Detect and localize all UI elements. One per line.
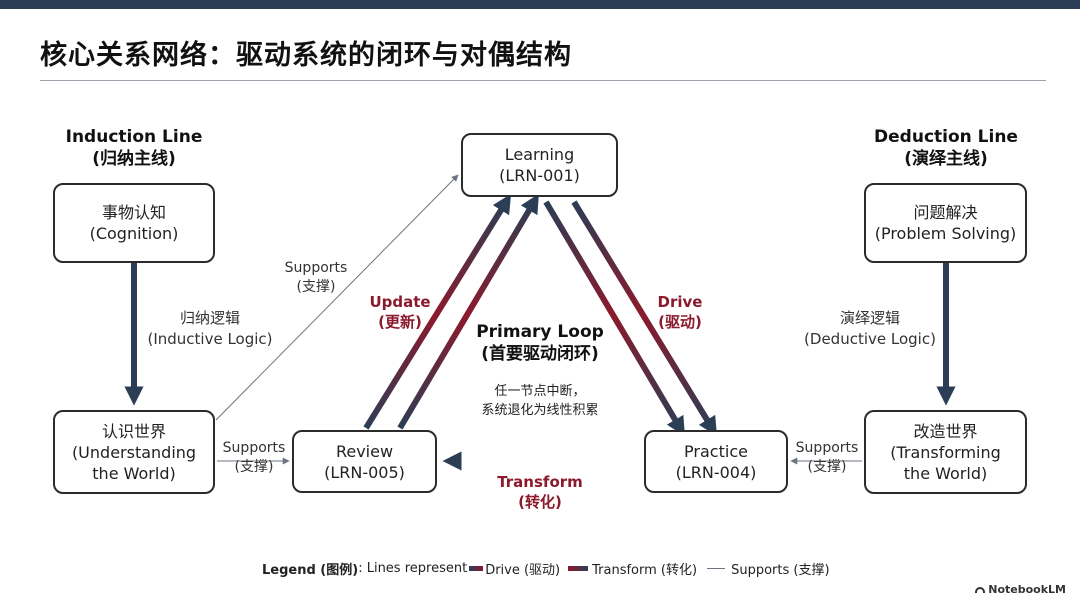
drive-label: Drive (驱动): [640, 292, 720, 332]
transform-label-en: Transform: [497, 473, 583, 491]
node-review-id: (LRN-005): [324, 462, 405, 482]
supports-diag-en: Supports: [284, 260, 348, 276]
node-transforming-world[interactable]: 改造世界 (Transforming the World): [864, 410, 1027, 494]
node-transforming-en1: (Transforming: [890, 442, 1001, 462]
update-label-zh: (更新): [378, 313, 422, 331]
node-review[interactable]: Review (LRN-005): [292, 430, 437, 493]
drive-arrow-outer: [571, 200, 718, 437]
legend: Legend (图例) : Lines represent Drive (驱动)…: [262, 558, 830, 578]
update-arrow-inner: [397, 193, 539, 430]
node-problem-solving-zh: 问题解决: [913, 203, 978, 222]
deductive-logic-zh: 演绎逻辑: [839, 309, 900, 327]
supports-left-en: Supports: [222, 440, 286, 456]
inductive-logic-label: 归纳逻辑 (Inductive Logic): [140, 308, 280, 350]
loop-note-line2: 系统退化为线性积累: [481, 403, 599, 418]
drive-label-zh: (驱动): [658, 313, 702, 331]
node-understanding-world[interactable]: 认识世界 (Understanding the World): [53, 410, 215, 494]
title-divider: [40, 80, 1046, 81]
drive-arrow-inner: [543, 200, 685, 437]
node-transforming-en2: the World): [903, 463, 988, 483]
supports-right-zh: (支撑): [807, 459, 847, 475]
node-cognition-zh: 事物认知: [101, 203, 166, 222]
inductive-logic-zh: 归纳逻辑: [179, 309, 240, 327]
induction-heading-en: Induction Line: [65, 127, 203, 147]
node-cognition[interactable]: 事物认知 (Cognition): [53, 183, 215, 263]
node-problem-solving[interactable]: 问题解决 (Problem Solving): [864, 183, 1027, 263]
node-practice[interactable]: Practice (LRN-004): [644, 430, 788, 493]
node-practice-name: Practice: [684, 441, 748, 461]
induction-heading: Induction Line (归纳主线): [44, 126, 224, 170]
update-label-en: Update: [369, 293, 431, 311]
deduction-heading-en: Deduction Line: [874, 127, 1018, 147]
update-arrow-outer: [363, 193, 512, 430]
node-practice-id: (LRN-004): [675, 462, 757, 482]
primary-loop-en: Primary Loop: [476, 322, 604, 342]
node-problem-solving-en: (Problem Solving): [874, 224, 1017, 243]
update-label: Update (更新): [360, 292, 440, 332]
primary-loop-title: Primary Loop (首要驱动闭环): [460, 321, 620, 365]
deductive-logic-label: 演绎逻辑 (Deductive Logic): [800, 308, 940, 350]
supports-right-label: Supports (支撑): [789, 439, 865, 477]
legend-prefix: : Lines represent: [358, 560, 468, 576]
deduction-heading-zh: (演绎主线): [904, 149, 988, 169]
loop-note: 任一节点中断， 系统退化为线性积累: [460, 382, 620, 420]
node-understanding-zh: 认识世界: [101, 421, 166, 441]
supports-diag-zh: (支撑): [296, 279, 336, 295]
legend-transform-swatch: [568, 565, 589, 571]
deductive-logic-en: (Deductive Logic): [804, 330, 936, 348]
drive-label-en: Drive: [657, 293, 703, 311]
node-understanding-en1: (Understanding: [71, 442, 197, 462]
node-review-name: Review: [335, 441, 394, 461]
legend-supports-swatch: [707, 567, 726, 569]
loop-note-line1: 任一节点中断，: [494, 384, 586, 399]
legend-drive-swatch: [469, 565, 484, 571]
notebooklm-icon: [975, 586, 986, 593]
inductive-logic-en: (Inductive Logic): [147, 330, 273, 348]
legend-drive: Drive (驱动): [485, 562, 561, 578]
transform-label-zh: (转化): [518, 493, 562, 511]
legend-transform: Transform (转化): [592, 562, 698, 578]
page-title: 核心关系网络：驱动系统的闭环与对偶结构: [40, 40, 572, 71]
legend-supports: Supports (支撑): [731, 562, 830, 578]
supports-left-zh: (支撑): [234, 459, 274, 475]
node-transforming-zh: 改造世界: [913, 421, 978, 441]
transform-label: Transform (转化): [490, 472, 590, 512]
supports-diag-label: Supports (支撑): [276, 259, 356, 297]
node-cognition-en: (Cognition): [89, 224, 179, 243]
supports-diag-arrow: [215, 174, 459, 421]
deduction-heading: Deduction Line (演绎主线): [856, 126, 1036, 170]
brand-label: NotebookLM: [988, 583, 1066, 596]
node-learning-id: (LRN-001): [499, 166, 580, 185]
supports-right-en: Supports: [795, 440, 859, 456]
node-learning-name: Learning: [504, 145, 575, 164]
top-accent-bar: [0, 0, 1080, 9]
node-understanding-en2: the World): [92, 463, 176, 483]
induction-heading-zh: (归纳主线): [92, 149, 176, 169]
primary-loop-zh: (首要驱动闭环): [481, 344, 599, 364]
legend-label: Legend (图例): [262, 562, 359, 578]
node-learning[interactable]: Learning (LRN-001): [461, 133, 618, 197]
supports-left-label: Supports (支撑): [216, 439, 292, 477]
notebooklm-brand: NotebookLM: [975, 583, 1066, 596]
